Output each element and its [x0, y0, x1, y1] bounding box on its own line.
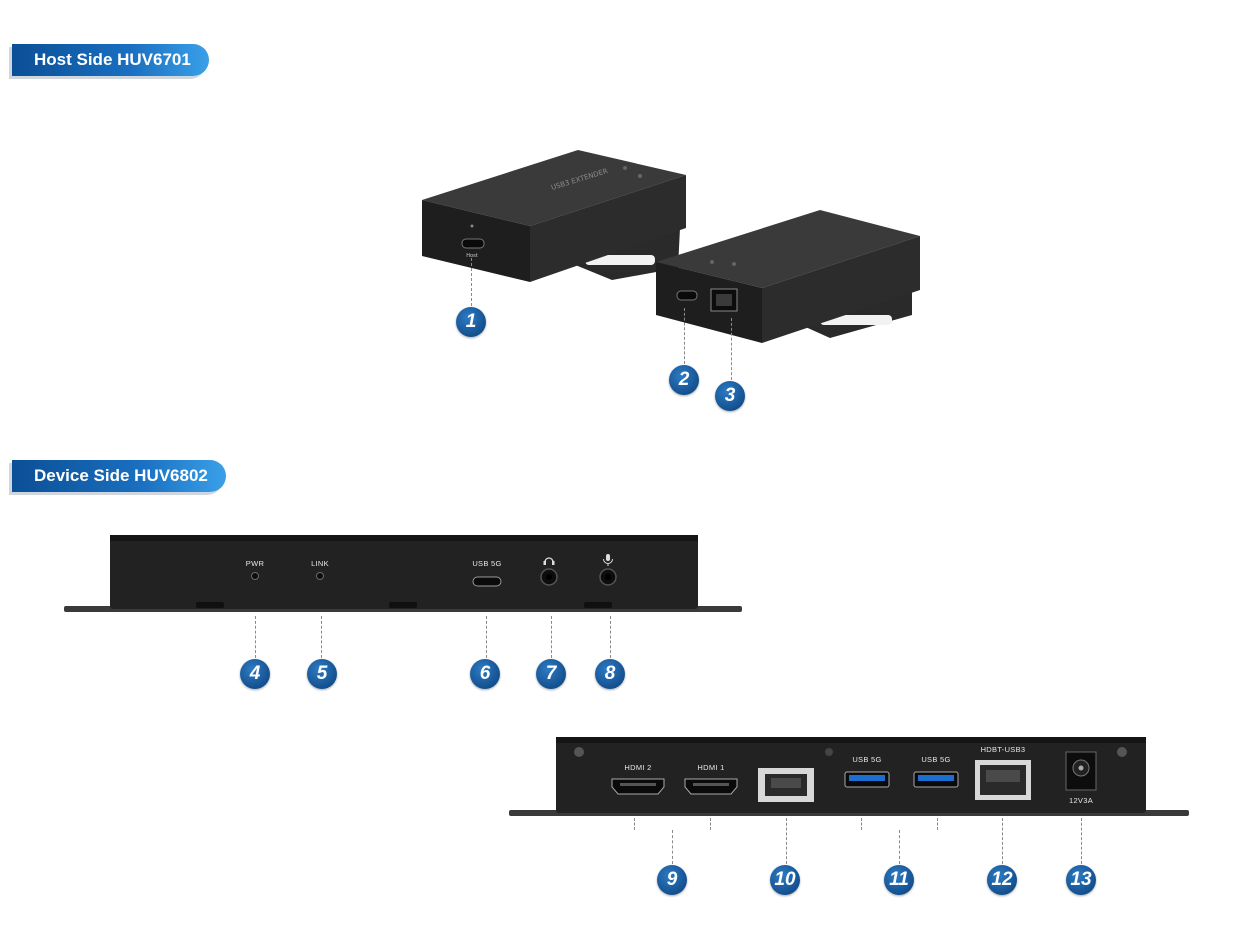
- leader-line: [634, 818, 635, 830]
- leader-line: [937, 818, 938, 830]
- host-unit-b: [656, 210, 920, 343]
- host-port-label: Host: [466, 253, 477, 259]
- callout-badge: 11: [884, 865, 914, 895]
- callout-badge: 1: [456, 307, 486, 337]
- leader-line: [672, 830, 673, 864]
- leader-line: [610, 616, 611, 658]
- host-side-tab: Host Side HUV6701: [12, 44, 209, 76]
- usb-a1-label: USB 5G: [852, 755, 882, 764]
- leader-line: [731, 318, 732, 380]
- microphone-icon: [603, 554, 613, 566]
- link-label: LINK: [311, 559, 329, 568]
- hdmi1-label: HDMI 1: [697, 763, 725, 772]
- callout-badge: 4: [240, 659, 270, 689]
- hdmi1-port: [684, 778, 738, 795]
- leader-line: [551, 616, 552, 658]
- rj45-port: [758, 768, 814, 802]
- callout-badge: 5: [307, 659, 337, 689]
- usb-a-port-2: [913, 771, 959, 788]
- headphone-icon: [543, 557, 555, 565]
- usb-c-port: [472, 576, 502, 587]
- leader-line: [1002, 818, 1003, 864]
- pwr-led: [251, 572, 259, 580]
- leader-line: [255, 616, 256, 658]
- leader-line: [710, 818, 711, 830]
- hdbt-label: HDBT-USB3: [980, 745, 1026, 754]
- power-label: 12V3A: [1068, 796, 1094, 805]
- leader-line: [1081, 818, 1082, 864]
- leader-line: [861, 818, 862, 830]
- pwr-label: PWR: [245, 559, 265, 568]
- callout-badge: 13: [1066, 865, 1096, 895]
- screw: [574, 747, 584, 757]
- leader-line: [684, 308, 685, 364]
- device-side-title: Device Side HUV6802: [34, 466, 208, 485]
- hdbt-usb3-port: [975, 760, 1031, 800]
- callout-badge: 7: [536, 659, 566, 689]
- leader-line: [486, 616, 487, 658]
- leader-line: [786, 818, 787, 864]
- leader-line: [899, 830, 900, 864]
- leader-line: [321, 616, 322, 658]
- device-side-tab: Device Side HUV6802: [12, 460, 226, 492]
- callout-badge: 6: [470, 659, 500, 689]
- link-led: [316, 572, 324, 580]
- callout-badge: 12: [987, 865, 1017, 895]
- callout-badge: 3: [715, 381, 745, 411]
- callout-badge: 9: [657, 865, 687, 895]
- leader-line: [471, 258, 472, 306]
- front-usb-label: USB 5G: [472, 559, 502, 568]
- callout-badge: 2: [669, 365, 699, 395]
- host-side-title: Host Side HUV6701: [34, 50, 191, 69]
- hdmi2-port: [611, 778, 665, 795]
- usb-a-port-1: [844, 771, 890, 788]
- callout-badge: 8: [595, 659, 625, 689]
- host-unit-a: [422, 150, 686, 282]
- usb-a2-label: USB 5G: [921, 755, 951, 764]
- callout-badge: 10: [770, 865, 800, 895]
- dc-power-jack: [1065, 751, 1097, 791]
- hdmi2-label: HDMI 2: [624, 763, 652, 772]
